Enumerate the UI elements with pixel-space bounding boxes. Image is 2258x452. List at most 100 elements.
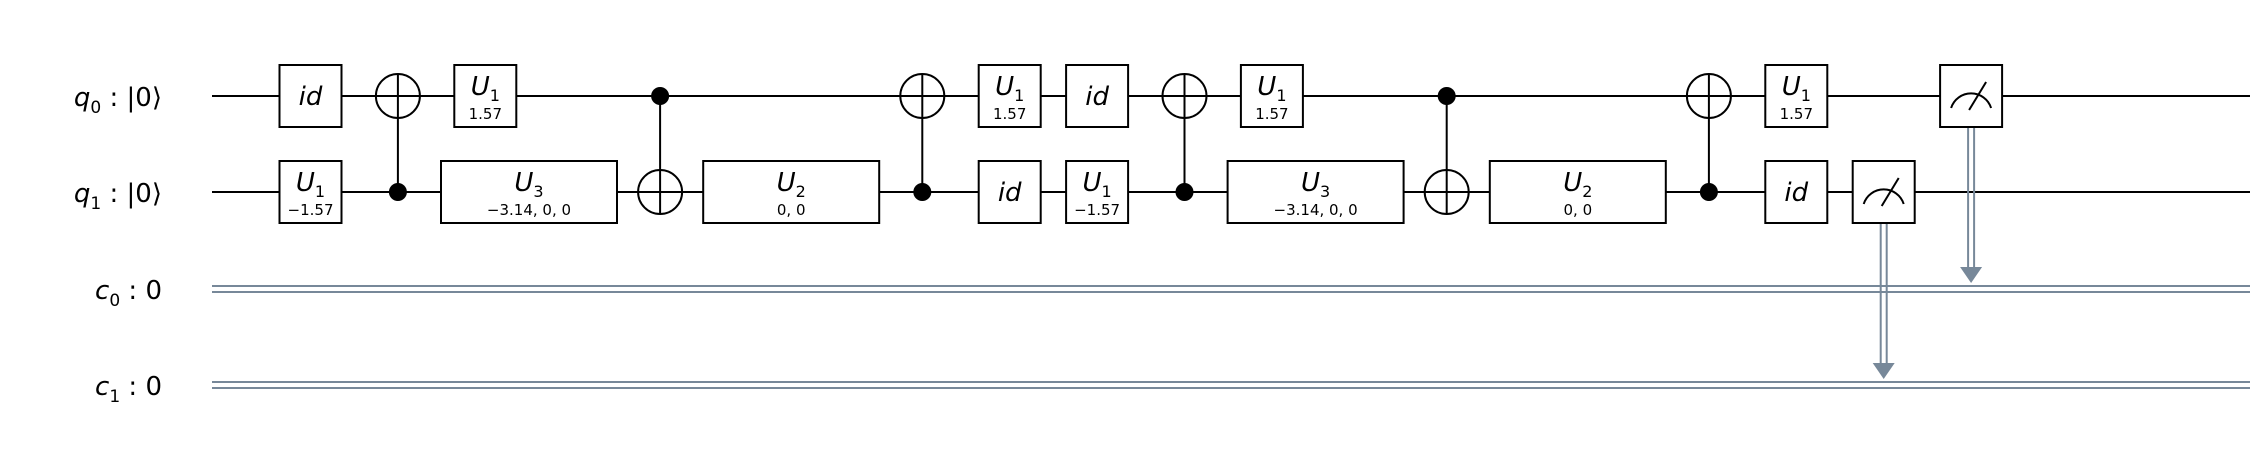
gate-index: 1: [1801, 86, 1811, 105]
gate-name: U: [1563, 168, 1582, 198]
wire-label-c1: c1 : 0: [95, 372, 162, 407]
u2-gate-box: [1488, 160, 1667, 224]
gate-index: 2: [796, 182, 806, 201]
gate-params: 1.57: [993, 105, 1026, 123]
gate-params: 0, 0: [777, 201, 806, 219]
measure-arrow: [1872, 363, 1895, 379]
id-gate-box: [278, 64, 343, 128]
connections-layer: [396, 96, 1983, 379]
gate-index: 1: [1276, 86, 1286, 105]
wire-label-c0: c0 : 0: [95, 276, 162, 311]
gate-params: 1.57: [1255, 105, 1288, 123]
gate-label: U1: [296, 168, 325, 201]
u1-gate-box: [278, 160, 343, 224]
wire-label-value: 0: [145, 372, 162, 402]
gate-label: U2: [1563, 168, 1592, 201]
gate-name: U: [1301, 168, 1320, 198]
wire-label-index: 0: [90, 98, 101, 118]
meter-needle-icon: [1880, 177, 1900, 207]
gate-label: U3: [1301, 168, 1330, 201]
wire-label-index: 1: [109, 387, 120, 407]
u3-gate-box: [440, 160, 618, 224]
cx-control-dot: [1699, 183, 1718, 201]
gate-label: id: [1784, 178, 1808, 208]
gate-name: U: [777, 168, 796, 198]
cx-control-dot: [1175, 183, 1194, 201]
wire-label-value: 0: [145, 276, 162, 306]
gate-label: U1: [1082, 168, 1111, 201]
u1-gate-box: [977, 64, 1042, 128]
measure-arrow: [1960, 267, 1983, 283]
u1-gate-box: [1764, 64, 1829, 128]
cx-control-dot: [651, 87, 670, 105]
gate-name: U: [296, 168, 315, 198]
gate-name: U: [1782, 72, 1801, 102]
wire-label-value: |0⟩: [127, 83, 162, 113]
gate-index: 2: [1582, 182, 1592, 201]
measure-gate-box: [1851, 160, 1916, 224]
u1-gate-box: [453, 64, 518, 128]
u3-gate-box: [1226, 160, 1405, 224]
gate-index: 1: [1102, 182, 1112, 201]
gate-label: U1: [995, 72, 1024, 105]
gate-params: 1.57: [469, 105, 502, 123]
wire-label-separator: :: [101, 179, 126, 209]
wire-label-name: q: [74, 179, 91, 209]
gate-name: U: [471, 72, 490, 102]
wire-label-name: q: [74, 83, 91, 113]
gate-params: 0, 0: [1563, 201, 1592, 219]
u1-gate-box: [1065, 160, 1130, 224]
wire-label-index: 0: [109, 291, 120, 311]
gate-label: U1: [471, 72, 500, 105]
wire-label-separator: :: [120, 372, 145, 402]
gate-index: 3: [1320, 182, 1330, 201]
cx-control-dot: [1437, 87, 1456, 105]
gate-label: U1: [1257, 72, 1286, 105]
gate-params: −3.14, 0, 0: [1274, 201, 1358, 219]
gate-name: id: [1784, 178, 1808, 208]
wire-label-q0: q0 : |0⟩: [74, 83, 162, 118]
id-gate-box: [1764, 160, 1829, 224]
wire-label-index: 1: [90, 194, 101, 214]
gate-name: U: [514, 168, 533, 198]
gate-label: id: [998, 178, 1022, 208]
gate-name: id: [998, 178, 1022, 208]
wire-label-separator: :: [120, 276, 145, 306]
gate-index: 1: [490, 86, 500, 105]
gate-label: U2: [777, 168, 806, 201]
id-gate-box: [1065, 64, 1130, 128]
id-gate-box: [977, 160, 1042, 224]
wire-label-value: |0⟩: [127, 179, 162, 209]
gate-label: id: [299, 82, 323, 112]
wires-layer: [212, 95, 2250, 389]
meter-needle-icon: [1968, 81, 1987, 111]
gate-name: U: [1082, 168, 1101, 198]
wire-label-name: c: [95, 276, 109, 306]
gate-name: id: [1085, 82, 1109, 112]
gate-name: id: [299, 82, 323, 112]
wire-label-name: c: [95, 372, 109, 402]
gate-index: 1: [1014, 86, 1024, 105]
gate-label: U1: [1782, 72, 1811, 105]
gate-index: 3: [533, 182, 543, 201]
gate-name: U: [995, 72, 1014, 102]
u1-gate-box: [1239, 64, 1304, 128]
gate-name: U: [1257, 72, 1276, 102]
gate-label: id: [1085, 82, 1109, 112]
wire-labels-layer: q0 : |0⟩q1 : |0⟩c0 : 0c1 : 0: [74, 83, 162, 407]
gate-params: −1.57: [288, 201, 334, 219]
gate-params: −1.57: [1074, 201, 1120, 219]
cx-control-dot: [913, 183, 932, 201]
u2-gate-box: [702, 160, 881, 224]
meter-arc-icon: [1862, 188, 1905, 205]
gate-index: 1: [315, 182, 325, 201]
meter-arc-icon: [1950, 92, 1993, 109]
wire-label-q1: q1 : |0⟩: [74, 179, 162, 214]
gate-params: −3.14, 0, 0: [487, 201, 571, 219]
measure-gate-box: [1939, 64, 2004, 128]
gate-params: 1.57: [1780, 105, 1813, 123]
gate-label: U3: [514, 168, 543, 201]
cx-control-dot: [388, 183, 407, 201]
